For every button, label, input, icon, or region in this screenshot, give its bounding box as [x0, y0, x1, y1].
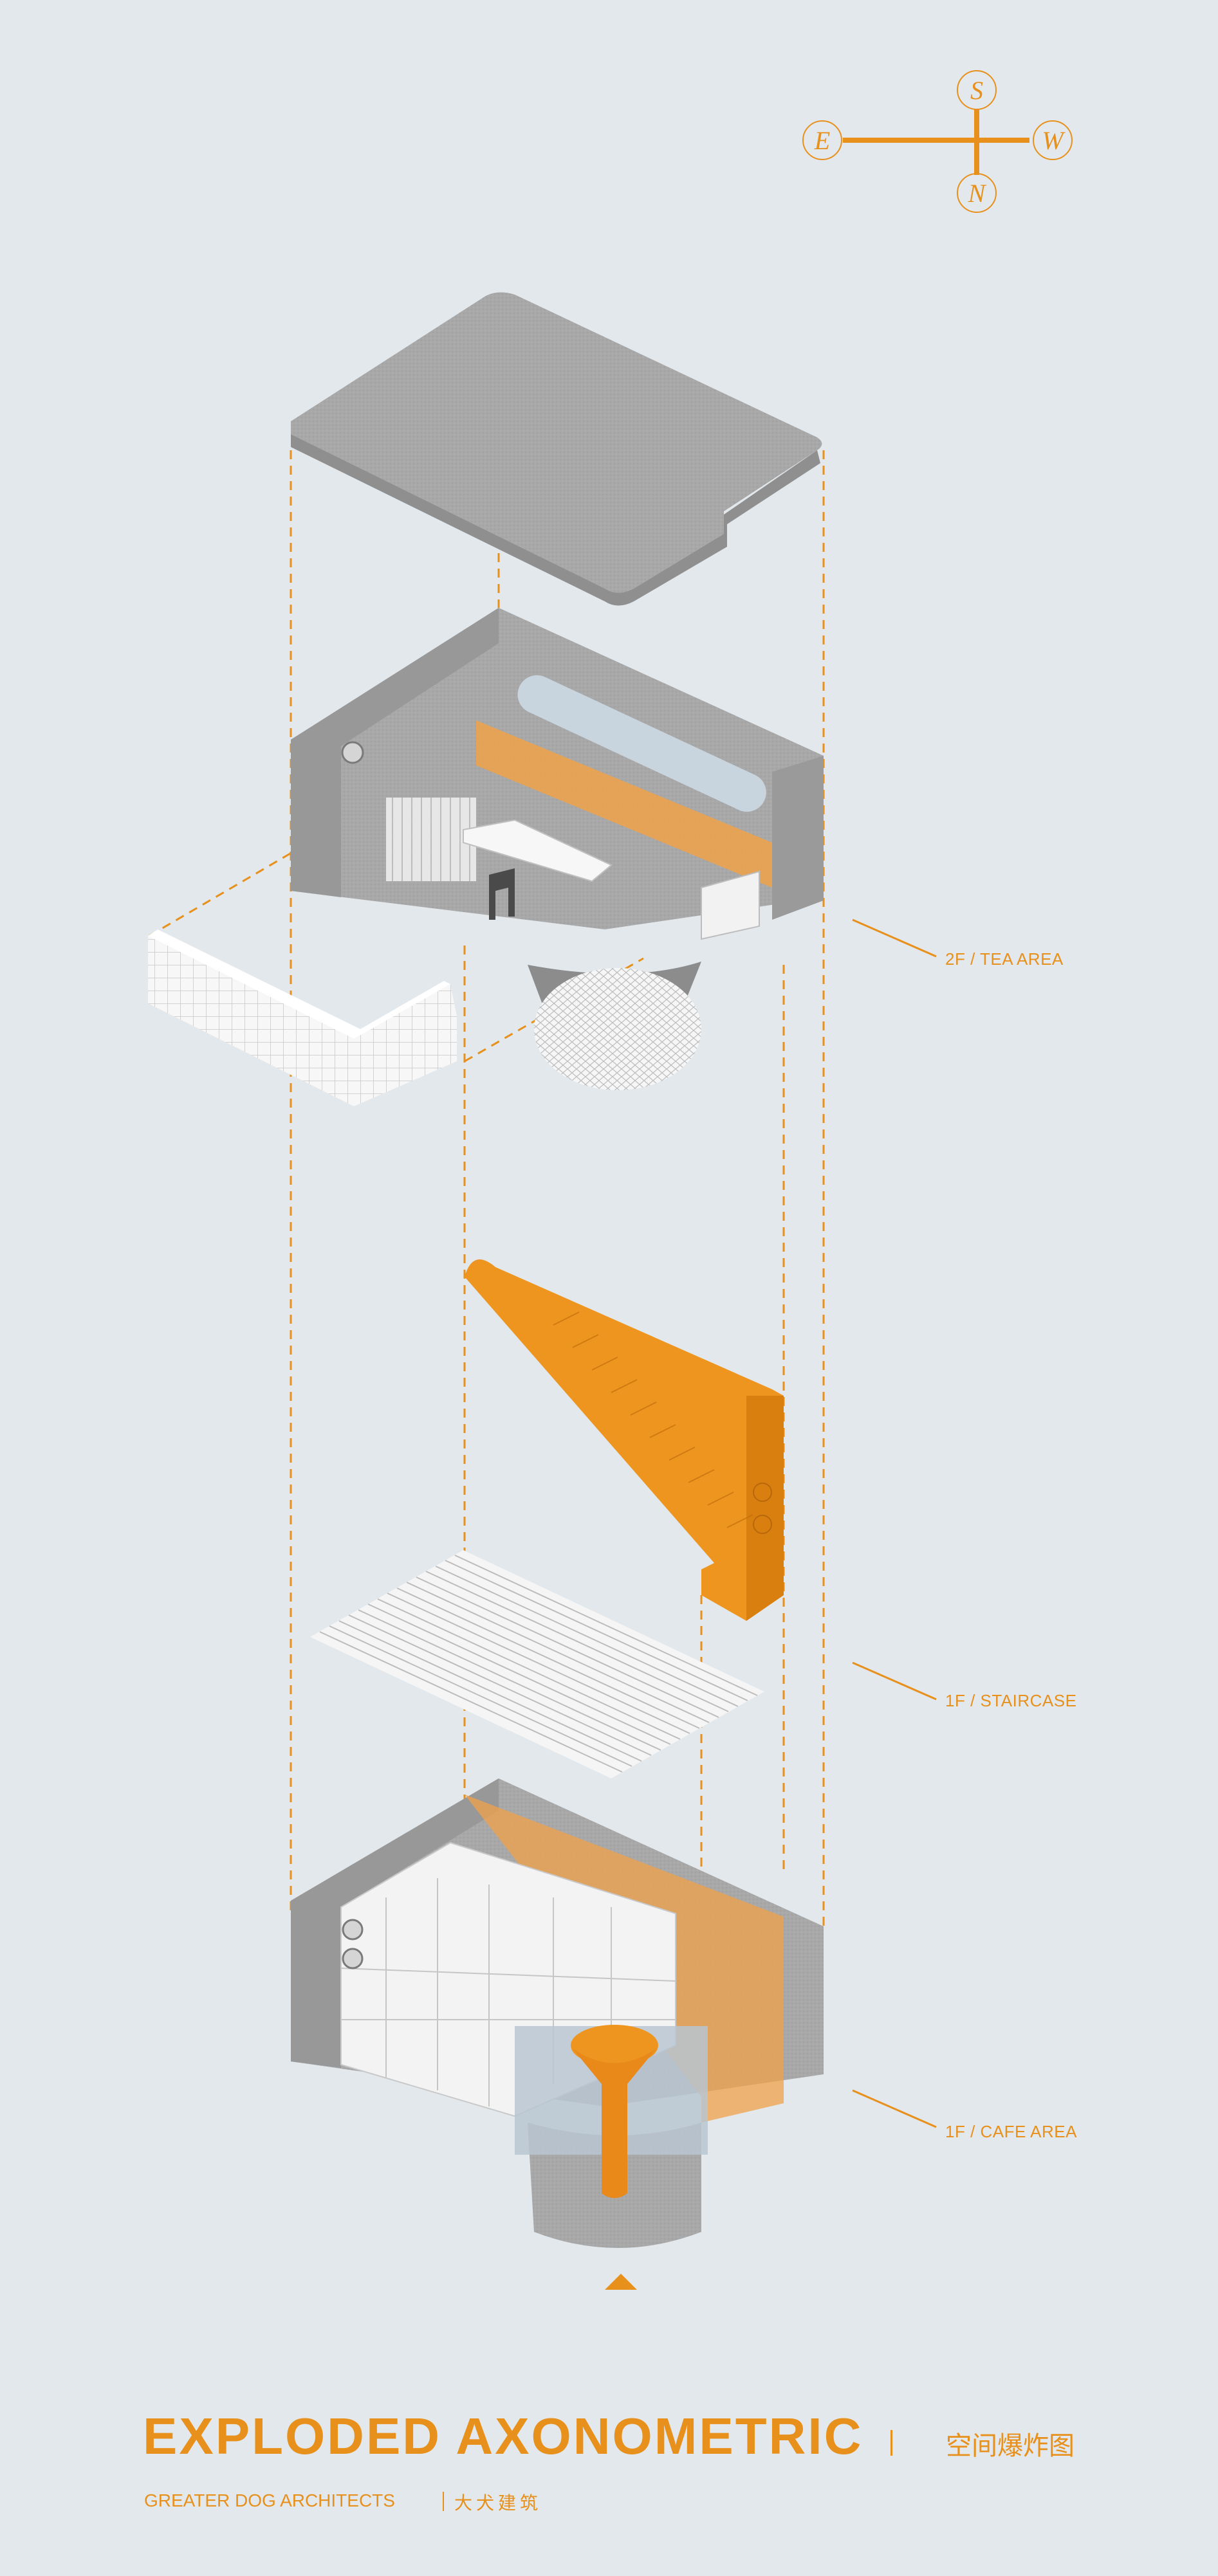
tea-lattice-drum [534, 968, 701, 1090]
tea-chair [489, 868, 515, 920]
facade-grid-side [354, 984, 457, 1106]
slatted-floor-surface [310, 1550, 764, 1778]
tea-porthole [341, 741, 364, 764]
architect-name-chinese: 大犬建筑 [454, 2492, 542, 2514]
staircase-porthole-1 [753, 1483, 772, 1502]
slatted-floor-plate [310, 1550, 764, 1778]
leader-line-cafe [852, 2089, 937, 2128]
roof-slab-top [291, 292, 822, 593]
slatted-floor-lines [319, 1555, 758, 1773]
tea-table [463, 819, 613, 882]
cafe-funnel-top [571, 2025, 658, 2066]
staircase [465, 1259, 784, 1621]
layer-label-cafe-area: 1F / CAFE AREA [945, 2122, 1077, 2141]
compass-n-label: N [968, 179, 987, 208]
cafe-area-shell [291, 1778, 824, 2248]
cafe-porthole-1 [342, 1919, 364, 1941]
cafe-porthole-2 [342, 1948, 364, 1969]
compass-e-label: E [814, 126, 830, 155]
facade-grid-front [148, 936, 354, 1106]
layer-label-staircase: 1F / STAIRCASE [945, 1691, 1077, 1710]
compass-e-ring [802, 120, 842, 160]
compass-n-ring [957, 173, 997, 213]
roof-slab-edge [291, 434, 820, 606]
staircase-side [746, 1396, 784, 1621]
page-title: EXPLODED AXONOMETRIC [143, 2407, 863, 2465]
leader-line-tea [852, 918, 937, 958]
compass-s-label: S [970, 76, 983, 105]
leader-line-staircase [852, 1661, 937, 1701]
facade-grid-top [148, 929, 450, 1039]
compass-w-ring [1033, 120, 1073, 160]
tea-area-shell [291, 608, 824, 1090]
page-title-chinese: 空间爆炸图 [946, 2431, 1075, 2461]
subtitle-separator [443, 2492, 444, 2511]
staircase-porthole-2 [753, 1515, 772, 1534]
compass: S E W N [802, 70, 1073, 213]
staircase-treads [553, 1311, 753, 1528]
facade-grid-screen [148, 929, 457, 1106]
layer-leader-lines [852, 918, 937, 2128]
compass-w-label: W [1042, 126, 1066, 155]
title-separator [890, 2430, 892, 2456]
cafe-funnel-neck [573, 2049, 656, 2198]
tea-counter [701, 870, 760, 940]
staircase-body [465, 1259, 784, 1621]
tea-shell-right-wall [772, 756, 824, 920]
roof-slab [291, 292, 822, 606]
tea-orange-backdrop [476, 720, 772, 888]
entrance-arrow-marker [605, 2274, 637, 2290]
cafe-shelving-dividers [340, 1878, 676, 2106]
layer-label-tea-area: 2F / TEA AREA [945, 949, 1064, 969]
compass-s-ring [957, 70, 997, 110]
tea-clerestory-window [517, 675, 766, 812]
architect-name: GREATER DOG ARCHITECTS [144, 2490, 395, 2510]
tea-shell-left-wall [291, 608, 499, 897]
